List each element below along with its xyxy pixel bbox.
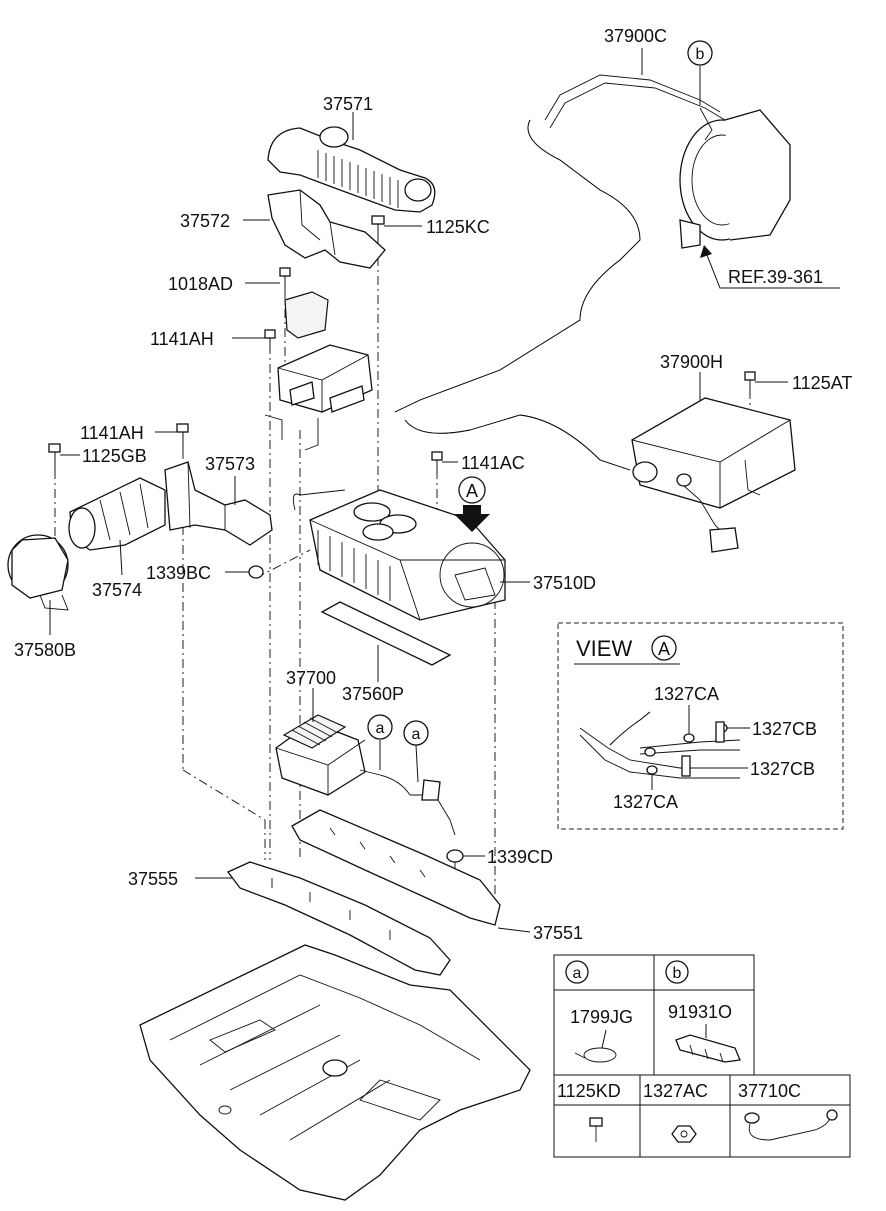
motor-assembly-ref-39-361 [679,107,791,249]
view-a-title: VIEW [576,636,632,661]
nut-1339CD [446,849,464,863]
legend-91931O: 91931O [668,1002,732,1022]
bracket-37551 [291,809,501,926]
control-module [264,291,373,451]
label-1141AC: 1141AC [461,453,525,473]
leader-lines [49,48,840,933]
bolt-1141AC [431,451,443,474]
svg-text:A: A [466,481,478,501]
callout-a-2: a [403,720,429,746]
seal-strip-37560P [320,601,452,666]
label-1339CD: 1339CD [487,847,553,867]
bolt-1018AD [279,267,291,290]
label-1125KC: 1125KC [426,217,490,237]
duct-37574 [68,477,166,551]
label-37574: 37574 [92,580,142,600]
clip-icon [675,1024,741,1063]
bolt-1141AH-lower [176,423,189,450]
label-37560P: 37560P [342,684,404,704]
label-37555: 37555 [128,869,178,889]
bolt-1125GB [48,443,61,470]
label-37573: 37573 [205,454,255,474]
cable-harness-37900C [394,74,726,471]
bolt-icon [589,1117,603,1142]
duct-37573 [164,461,273,546]
view-a-1327CB-bottom: 1327CB [750,759,815,779]
label-37510D: 37510D [533,573,596,593]
view-a-1327CB-top: 1327CB [752,719,817,739]
view-a-arrow-icon [454,505,490,532]
sensor-wire-icon [744,1109,838,1141]
svg-text:b: b [696,46,705,63]
nut-icon [671,1125,697,1143]
label-1141AH-lower: 1141AH [80,423,144,443]
label-37700: 37700 [286,668,336,688]
label-1018AD: 1018AD [168,274,233,294]
svg-text:a: a [412,726,421,743]
legend-1125KD: 1125KD [557,1081,621,1101]
view-a-marker: A [658,639,670,659]
battery-pack-37510D [292,489,506,621]
label-1125AT: 1125AT [792,373,852,393]
label-37900C: 37900C [604,26,667,46]
svg-text:a: a [376,720,385,737]
label-1339BC: 1339BC [146,563,211,583]
callout-A-main: A [458,476,486,504]
blower-fan-37580B [7,534,69,611]
legend-1327AC: 1327AC [643,1081,708,1101]
view-a-1327CA-bottom: 1327CA [613,792,678,812]
legend-1799JG: 1799JG [570,1007,633,1027]
bolt-1125AT [744,371,756,395]
bms-module-37700 [275,714,456,836]
label-ref-39-361: REF.39-361 [728,267,823,287]
label-1141AH-upper: 1141AH [150,329,214,349]
label-37571: 37571 [323,94,373,114]
label-1125GB: 1125GB [82,446,147,466]
legend-col-a: a [573,965,582,982]
label-37900H: 37900H [660,352,723,372]
bolt-1125KC [371,215,385,240]
duct-37572 [267,189,386,269]
label-37580B: 37580B [14,640,76,660]
junction-box-37900H [631,397,796,553]
view-a-detail: VIEW A 1327CA 1327CB 1327CB 1327CA [557,622,844,830]
nut-1339BC [248,565,264,579]
bracket-37555 [226,861,451,976]
floor-panel [139,944,531,1201]
legend-37710C: 37710C [738,1081,801,1101]
cable-tie-icon [574,1029,617,1063]
view-a-1327CA-top: 1327CA [654,684,719,704]
label-37572: 37572 [180,211,230,231]
callout-b-top: b [687,40,713,66]
label-37551: 37551 [533,923,583,943]
legend-table: a b 1799JG 91931O 1125KD 1327AC 37710C [553,954,851,1158]
callout-a-1: a [367,714,393,740]
legend-col-b: b [673,965,682,982]
bolt-1141AH-upper [264,329,276,352]
air-duct-37571 [267,126,436,213]
part-labels: 37900C 37571 37572 1125KC 1018AD REF.39-… [14,26,852,943]
